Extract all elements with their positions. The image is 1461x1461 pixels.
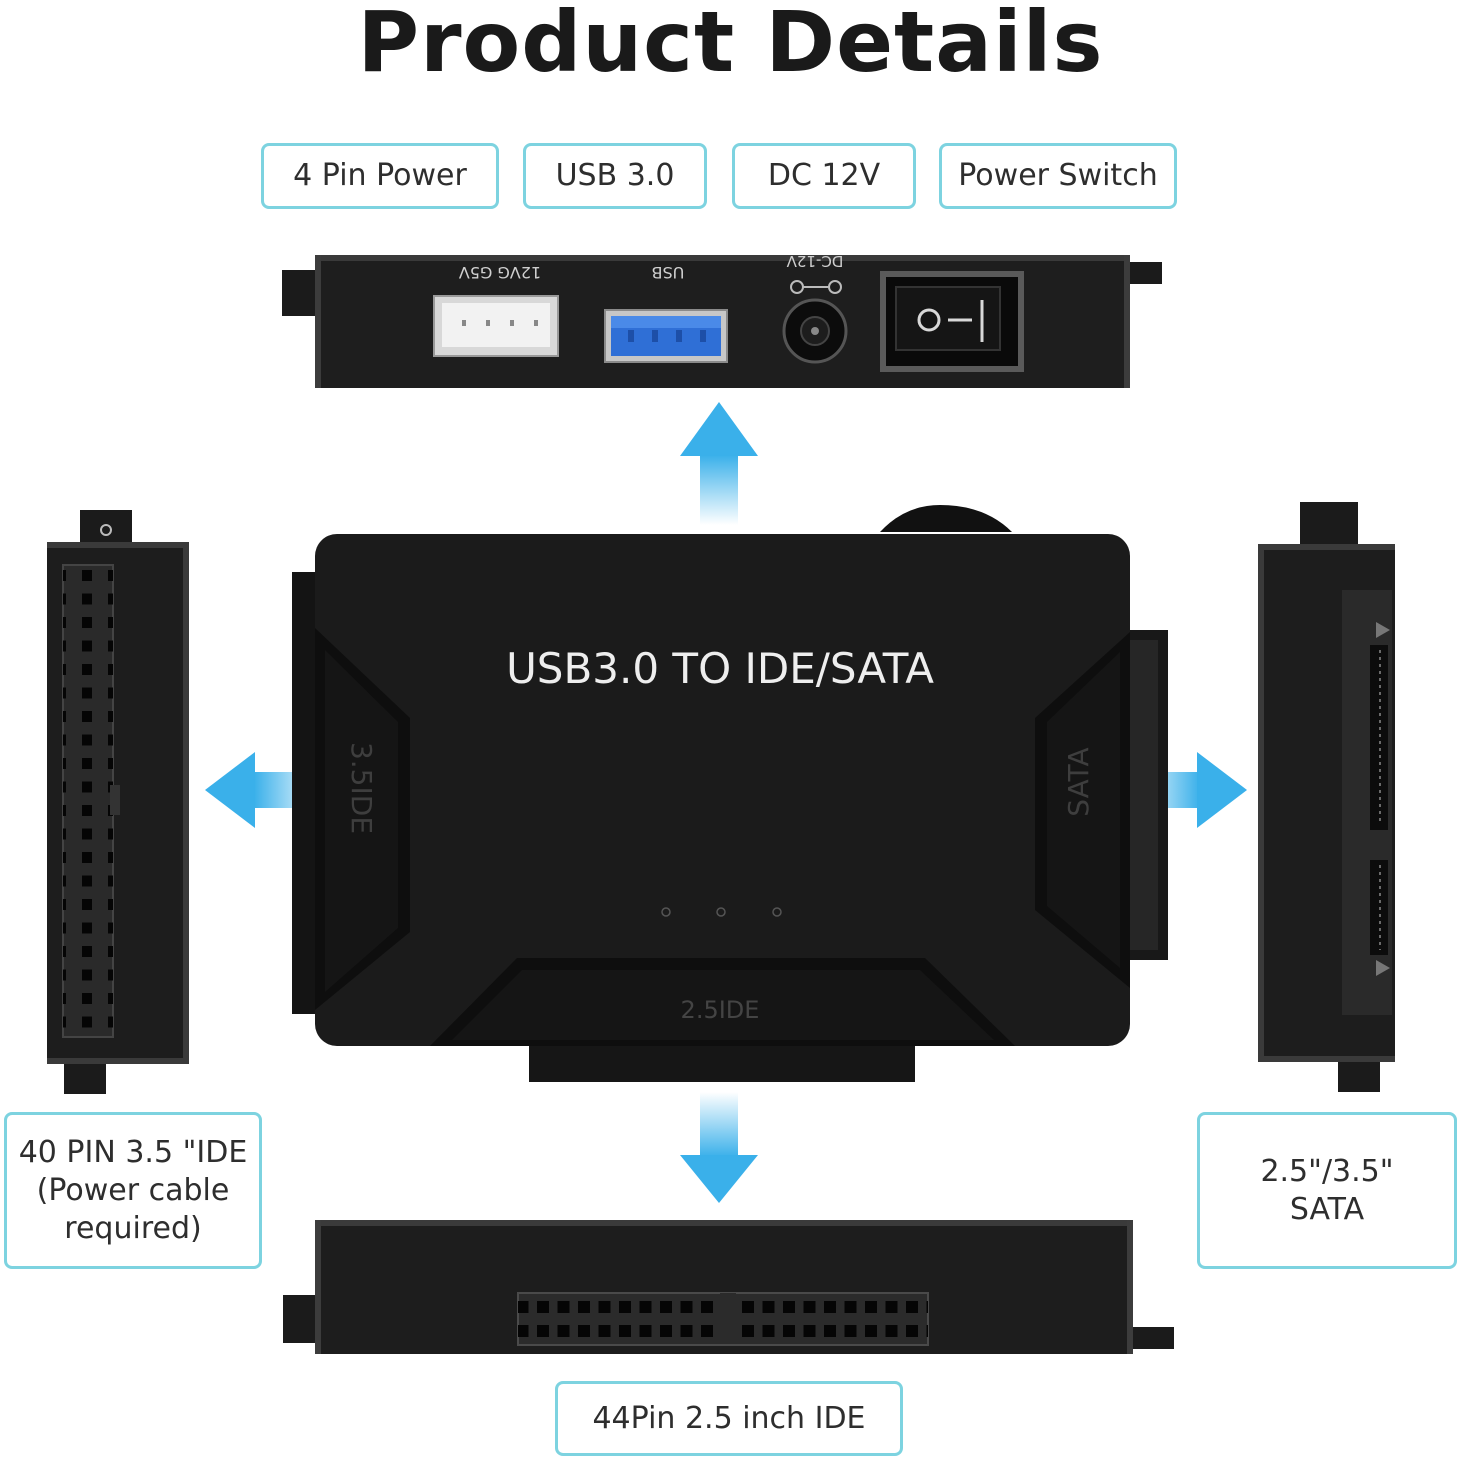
label-44pin-ide: 44Pin 2.5 inch IDE: [555, 1381, 903, 1456]
up-arrow-icon: [680, 402, 758, 525]
label-40pin-line2: (Power cable: [36, 1172, 230, 1208]
adapter-bottom-port-text: 2.5IDE: [681, 996, 760, 1024]
label-40pin-line3: required): [64, 1210, 202, 1246]
label-4pin-power: 4 Pin Power: [261, 143, 499, 209]
four-pin-power-port: [433, 295, 559, 357]
port-label-power: 12VG G5V: [459, 263, 541, 282]
label-sata-line1: 2.5"/3.5": [1260, 1153, 1394, 1189]
adapter-right-port-text: SATA: [1062, 747, 1095, 816]
label-power-switch: Power Switch: [939, 143, 1177, 209]
top-port-panel: 12VG G5V USB DC-12V: [282, 252, 1162, 388]
dc-12v-jack: [782, 280, 848, 364]
label-usb30: USB 3.0: [523, 143, 707, 209]
main-adapter-body: USB3.0 TO IDE/SATA 3.5IDE SATA 2.5IDE: [292, 505, 1168, 1082]
usb30-port: [604, 309, 728, 363]
label-dc12v: DC 12V: [732, 143, 916, 209]
port-label-dc: DC-12V: [786, 252, 844, 270]
right-sata-panel: [1258, 502, 1395, 1092]
label-sata: 2.5"/3.5" SATA: [1197, 1112, 1457, 1269]
adapter-main-text: USB3.0 TO IDE/SATA: [506, 644, 934, 693]
port-label-usb: USB: [652, 263, 685, 282]
bottom-ide-panel: [283, 1220, 1174, 1354]
adapter-left-port-text: 3.5IDE: [345, 742, 378, 834]
down-arrow-icon: [680, 1092, 758, 1203]
left-ide-panel: [47, 510, 189, 1094]
label-40pin-ide: 40 PIN 3.5 "IDE (Power cable required): [4, 1112, 262, 1269]
label-40pin-line1: 40 PIN 3.5 "IDE: [18, 1134, 248, 1170]
page-title: Product Details: [357, 0, 1104, 91]
power-switch-icon: [880, 271, 1024, 372]
label-sata-line2: SATA: [1289, 1191, 1365, 1227]
